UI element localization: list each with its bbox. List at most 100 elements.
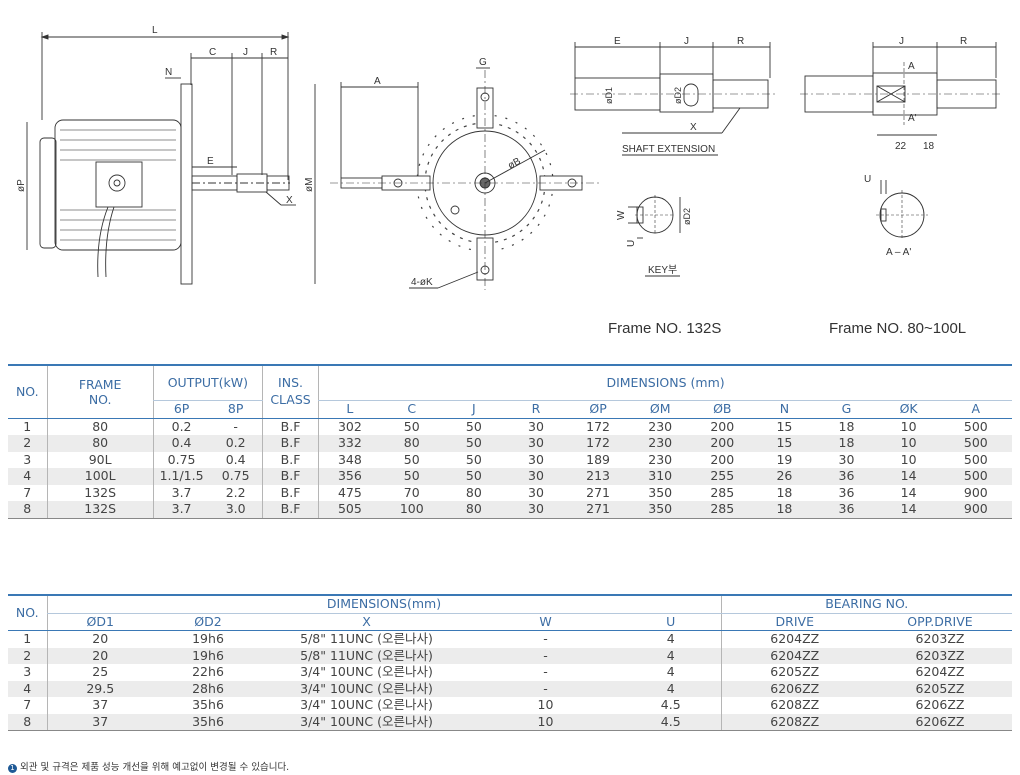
table-cell: 350: [648, 484, 673, 500]
table-cell: 500: [939, 435, 1012, 452]
table-cell: 36: [815, 501, 878, 519]
header2-bearing: BEARING NO.: [720, 594, 1012, 614]
dim-B: øB: [506, 156, 523, 172]
table-cell: 6203ZZ: [868, 647, 1012, 664]
header-frame-text: FRAME NO.: [78, 376, 122, 407]
table-cell: 5/8" 11UNC (오른나사): [263, 647, 470, 664]
table-cell: 35h6: [192, 697, 224, 712]
table-cell: 8: [8, 501, 48, 519]
table-cell: 37: [46, 697, 153, 714]
table-cell: 50: [465, 418, 482, 434]
section-dim-18: 18: [923, 141, 935, 152]
table-cell: 3.7: [152, 501, 210, 519]
table-cell: 3.0: [209, 501, 263, 519]
table-cell: 37: [46, 713, 153, 731]
table-cell: 25: [46, 664, 153, 681]
header-6p: 6P: [152, 400, 210, 419]
table-cell: 4: [666, 664, 675, 679]
table-cell: 310: [629, 468, 692, 485]
dimensions-table: NO. FRAME NO. OUTPUT(kW) INS. CLASS DIME…: [8, 364, 1012, 519]
table-cell: 100: [380, 501, 443, 519]
table-cell: 475: [318, 484, 381, 501]
table-cell: 10: [877, 435, 940, 452]
table-cell: 6208ZZ: [720, 697, 868, 714]
section-dim-22: 22: [895, 141, 907, 152]
table-cell: 3/4" 10UNC (오른나사): [263, 713, 470, 731]
table-cell: 80: [46, 435, 154, 452]
table-cell: 348: [318, 451, 381, 468]
table-cell: 3.7: [152, 484, 210, 501]
table-cell: 1: [23, 418, 32, 434]
table-cell: 3/4" 10UNC (오른나사): [300, 664, 433, 679]
header-col-R: R: [504, 400, 568, 419]
header-dimensions: DIMENSIONS (mm): [318, 364, 1012, 401]
table-cell: 6204ZZ: [915, 664, 965, 679]
table-cell: 1.1/1.5: [152, 468, 210, 485]
table-cell: 0.2: [152, 418, 210, 435]
table-cell: 285: [691, 501, 754, 519]
table-cell: 3/4" 10UNC (오른나사): [263, 680, 470, 697]
motor-side-view: L C J R N E: [16, 25, 316, 285]
table-cell: 356: [318, 468, 381, 485]
header2-col-D2: ØD2: [153, 613, 263, 631]
table-cell: 7: [23, 697, 32, 712]
table-cell: 332: [318, 435, 381, 452]
table-cell: 90L: [46, 451, 154, 468]
table-cell: 500: [963, 418, 988, 434]
shaft-dim-E: E: [614, 36, 621, 47]
table-cell: 900: [939, 501, 1012, 519]
header-ins-text: INS. CLASS: [270, 375, 311, 407]
table-cell: 172: [567, 435, 630, 452]
table-cell: 50: [403, 418, 420, 434]
frame-label-80-100l: Frame NO. 80~100L: [829, 320, 967, 337]
header2-col-oppdrive: OPP.DRIVE: [868, 613, 1012, 631]
table-cell: 230: [648, 418, 673, 434]
dim-K: 4-øK: [411, 277, 433, 288]
table-cell: 0.75: [209, 468, 263, 485]
section-dim-J: J: [899, 36, 904, 47]
section-label-A2: A': [908, 113, 917, 124]
dim-C: C: [209, 47, 216, 58]
key-label: KEY부: [648, 265, 677, 276]
table-cell: 132S: [46, 484, 154, 501]
table-cell: B.F: [261, 468, 319, 485]
table-cell: 4: [666, 631, 675, 646]
table-cell: -: [470, 647, 621, 664]
table-cell: 271: [586, 484, 610, 500]
table-cell: 80: [380, 435, 443, 452]
table-cell: -: [233, 418, 238, 434]
header-col-G: G: [815, 400, 878, 419]
table-cell: 50: [465, 451, 482, 467]
header2-col-X: X: [263, 613, 470, 631]
table-cell: 189: [586, 451, 610, 467]
table-cell: -: [543, 631, 548, 646]
table-cell: 15: [753, 435, 816, 452]
table-cell: 6206ZZ: [720, 680, 868, 697]
key-dim-W: W: [616, 210, 627, 220]
header-col-P: ØP: [567, 400, 630, 419]
table-cell: 500: [939, 468, 1012, 485]
dim-N: N: [165, 67, 172, 78]
table-cell: 10: [537, 697, 554, 712]
table-cell: 100L: [46, 468, 154, 485]
table-cell: 200: [710, 451, 735, 467]
table-cell: 4: [621, 680, 721, 697]
table-cell: -: [543, 664, 548, 679]
table-cell: 30: [528, 484, 544, 500]
technical-drawing: L C J R N E: [16, 25, 1000, 290]
header2-no: NO.: [8, 594, 47, 631]
shaft-dim-D2: øD2: [673, 87, 683, 104]
table-cell: 14: [900, 484, 917, 500]
table-cell: B.F: [261, 451, 319, 468]
frame-label-132s: Frame NO. 132S: [608, 320, 722, 337]
table-cell: 3/4" 10UNC (오른나사): [300, 697, 433, 712]
